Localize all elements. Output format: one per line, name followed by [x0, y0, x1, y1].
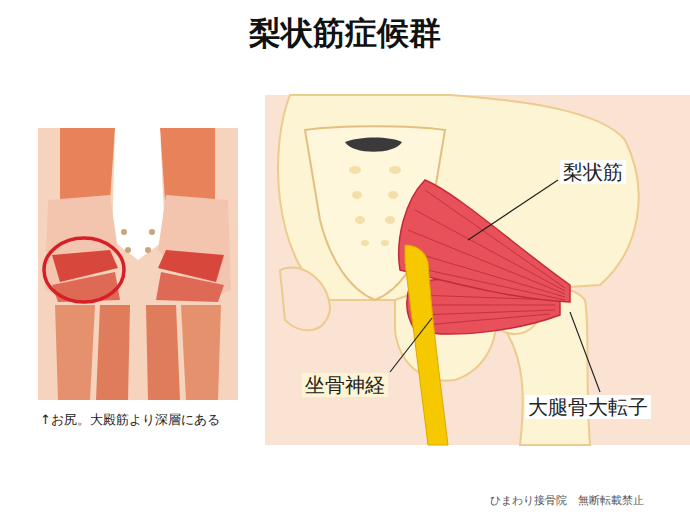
title: 梨状筋症候群 [249, 14, 441, 52]
leader-line [570, 312, 600, 392]
part-label: 梨状筋 [560, 160, 626, 184]
note: ↑お尻。大殿筋より深層にある [40, 412, 220, 428]
watermark: ひまわり接骨院 無断転載禁止 [490, 494, 644, 507]
part-label: 坐骨神経 [302, 373, 388, 397]
leader-line [468, 180, 558, 240]
highlight-circle [44, 238, 124, 302]
pelvis-detail [265, 95, 690, 445]
leader-line [390, 318, 432, 372]
left-hip-muscles [38, 128, 238, 400]
part-label: 大腿骨大転子 [525, 395, 651, 419]
